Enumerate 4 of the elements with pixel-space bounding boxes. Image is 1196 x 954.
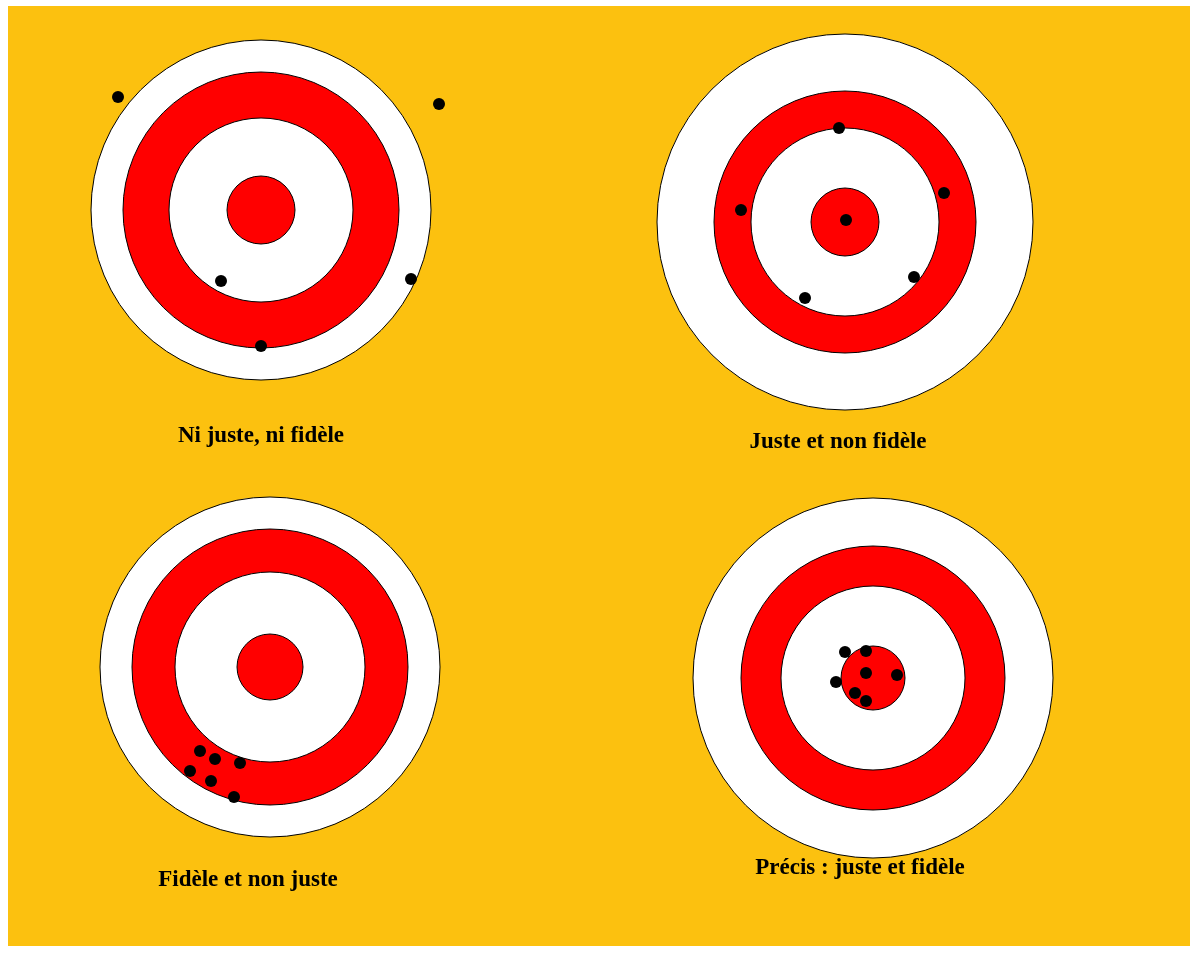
target-caption: Juste et non fidèle <box>749 428 927 454</box>
target-caption: Ni juste, ni fidèle <box>177 422 345 448</box>
target-caption: Fidèle et non juste <box>158 866 338 892</box>
target-caption: Précis : juste et fidèle <box>755 854 965 880</box>
